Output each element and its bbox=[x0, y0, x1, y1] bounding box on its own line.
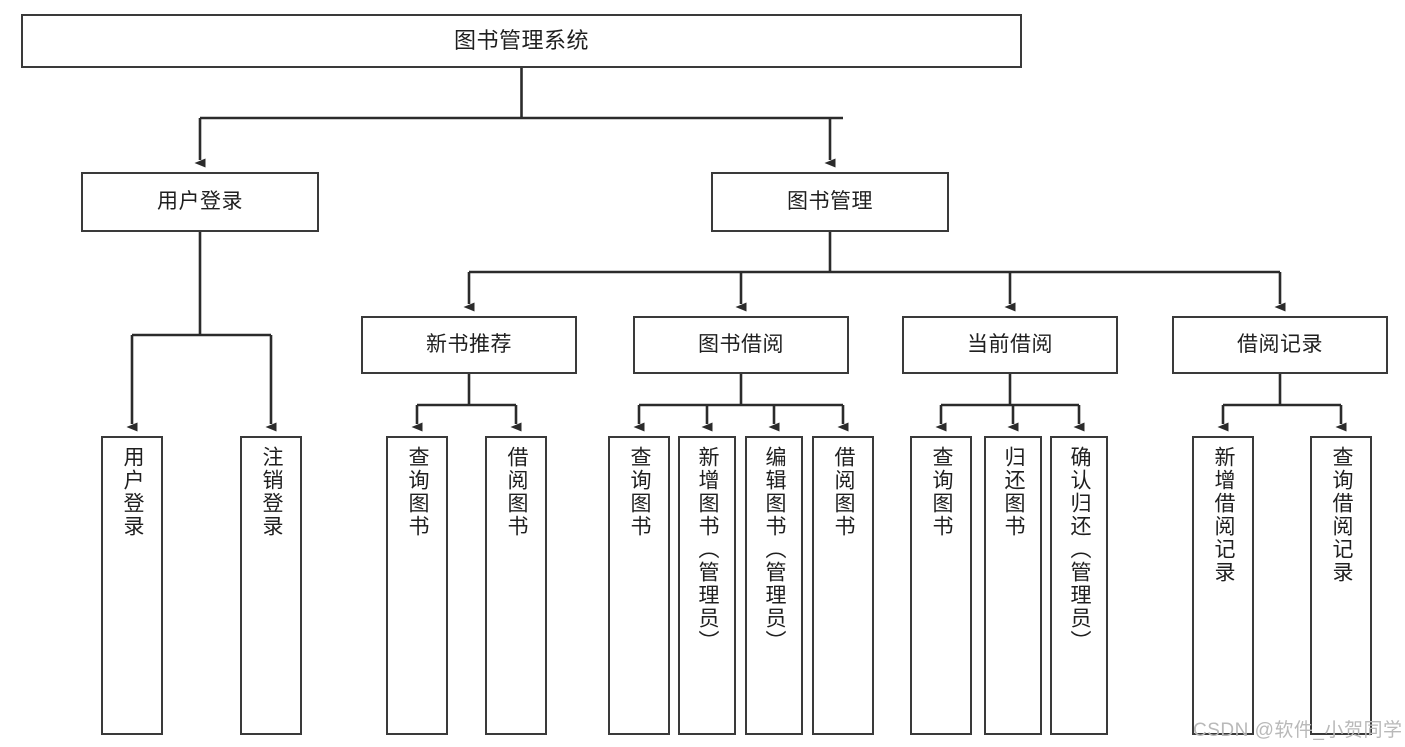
node-leaf-user-login[interactable]: 用户登录 bbox=[101, 436, 163, 735]
node-user-login-label: 用户登录 bbox=[157, 189, 243, 213]
node-new-book-recommend-label: 新书推荐 bbox=[426, 332, 512, 356]
node-book-borrow[interactable]: 图书借阅 bbox=[633, 316, 849, 374]
node-new-book-recommend[interactable]: 新书推荐 bbox=[361, 316, 577, 374]
node-current-borrow-label: 当前借阅 bbox=[967, 332, 1053, 356]
node-book-borrow-label: 图书借阅 bbox=[698, 332, 784, 356]
node-leaf-edit-book[interactable]: 编辑图书（管理员） bbox=[745, 436, 803, 735]
node-leaf-borrow-book-1[interactable]: 借阅图书 bbox=[485, 436, 547, 735]
node-leaf-borrow-book-2-label: 借阅图书 bbox=[832, 446, 856, 538]
node-leaf-query-book-1[interactable]: 查询图书 bbox=[386, 436, 448, 735]
node-leaf-query-book-1-label: 查询图书 bbox=[406, 446, 430, 538]
node-leaf-confirm-return-label: 确认归还（管理员） bbox=[1068, 446, 1092, 653]
node-leaf-borrow-book-1-label: 借阅图书 bbox=[505, 446, 529, 538]
node-borrow-record-label: 借阅记录 bbox=[1237, 332, 1323, 356]
node-leaf-edit-book-label: 编辑图书（管理员） bbox=[763, 446, 787, 653]
node-leaf-borrow-book-2[interactable]: 借阅图书 bbox=[812, 436, 874, 735]
node-leaf-confirm-return[interactable]: 确认归还（管理员） bbox=[1050, 436, 1108, 735]
node-leaf-query-book-2-label: 查询图书 bbox=[628, 446, 652, 538]
node-leaf-add-book-label: 新增图书（管理员） bbox=[696, 446, 720, 653]
node-leaf-return-book-label: 归还图书 bbox=[1002, 446, 1026, 538]
node-leaf-user-login-label: 用户登录 bbox=[121, 446, 145, 538]
node-root-system-label: 图书管理系统 bbox=[453, 28, 589, 54]
node-borrow-record[interactable]: 借阅记录 bbox=[1172, 316, 1388, 374]
node-root-system[interactable]: 图书管理系统 bbox=[21, 14, 1022, 68]
node-leaf-add-record[interactable]: 新增借阅记录 bbox=[1192, 436, 1254, 735]
node-book-management-label: 图书管理 bbox=[787, 189, 873, 213]
node-current-borrow[interactable]: 当前借阅 bbox=[902, 316, 1118, 374]
node-leaf-query-book-3[interactable]: 查询图书 bbox=[910, 436, 972, 735]
node-user-login[interactable]: 用户登录 bbox=[81, 172, 319, 232]
node-leaf-query-book-2[interactable]: 查询图书 bbox=[608, 436, 670, 735]
node-leaf-add-record-label: 新增借阅记录 bbox=[1212, 446, 1236, 584]
node-leaf-add-book[interactable]: 新增图书（管理员） bbox=[678, 436, 736, 735]
node-leaf-return-book[interactable]: 归还图书 bbox=[984, 436, 1042, 735]
node-leaf-logout[interactable]: 注销登录 bbox=[240, 436, 302, 735]
node-leaf-query-record-label: 查询借阅记录 bbox=[1330, 446, 1354, 584]
node-leaf-logout-label: 注销登录 bbox=[260, 446, 284, 538]
node-leaf-query-record[interactable]: 查询借阅记录 bbox=[1310, 436, 1372, 735]
node-leaf-query-book-3-label: 查询图书 bbox=[930, 446, 954, 538]
node-book-management[interactable]: 图书管理 bbox=[711, 172, 949, 232]
